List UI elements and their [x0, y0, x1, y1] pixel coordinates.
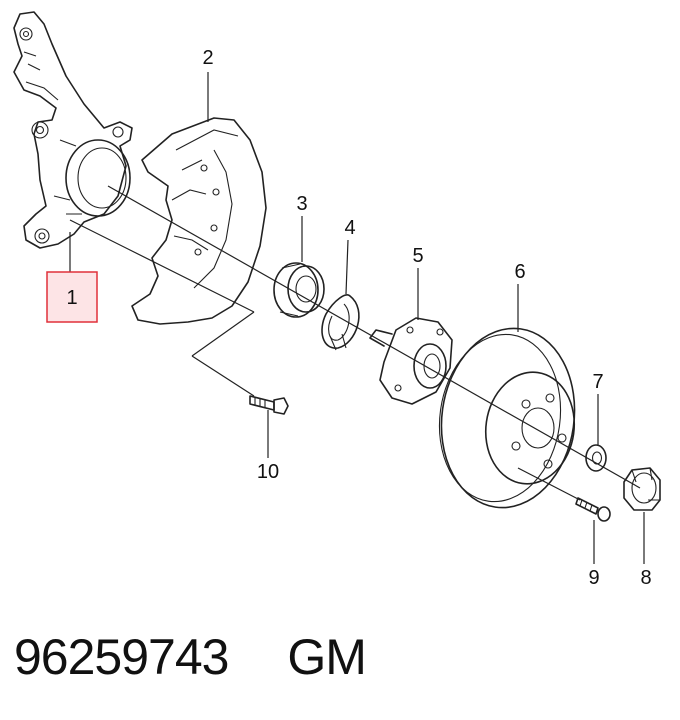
exploded-parts-diagram: 1 2 3 4 5 6 7 8 9 10 [13, 11, 661, 589]
callout-10[interactable]: 10 [257, 461, 279, 483]
callout-4[interactable]: 4 [344, 217, 355, 239]
callout-leaders [69, 72, 645, 564]
brand-name: GM [287, 629, 367, 685]
callout-3[interactable]: 3 [296, 193, 307, 215]
callout-2[interactable]: 2 [202, 47, 213, 69]
wheel-bearing [273, 262, 325, 318]
callout-7[interactable]: 7 [592, 371, 603, 393]
wheel-hub [369, 317, 453, 405]
callout-1[interactable]: 1 [66, 287, 77, 309]
assembly-axis-lines [69, 185, 641, 501]
selected-part-highlight[interactable] [46, 271, 98, 323]
hub-nut [623, 467, 661, 511]
callout-8[interactable]: 8 [640, 567, 651, 589]
steering-knuckle [13, 11, 133, 249]
brake-disc [438, 327, 576, 509]
shield-bolt [249, 395, 289, 415]
dust-shield [131, 117, 267, 325]
snap-ring [321, 294, 360, 351]
wheel-bolt [575, 497, 611, 522]
callout-6[interactable]: 6 [514, 261, 525, 283]
callout-5[interactable]: 5 [412, 245, 423, 267]
part-number: 96259743 [14, 629, 229, 685]
callout-9[interactable]: 9 [588, 567, 599, 589]
part-caption: 96259743 GM [14, 628, 664, 708]
